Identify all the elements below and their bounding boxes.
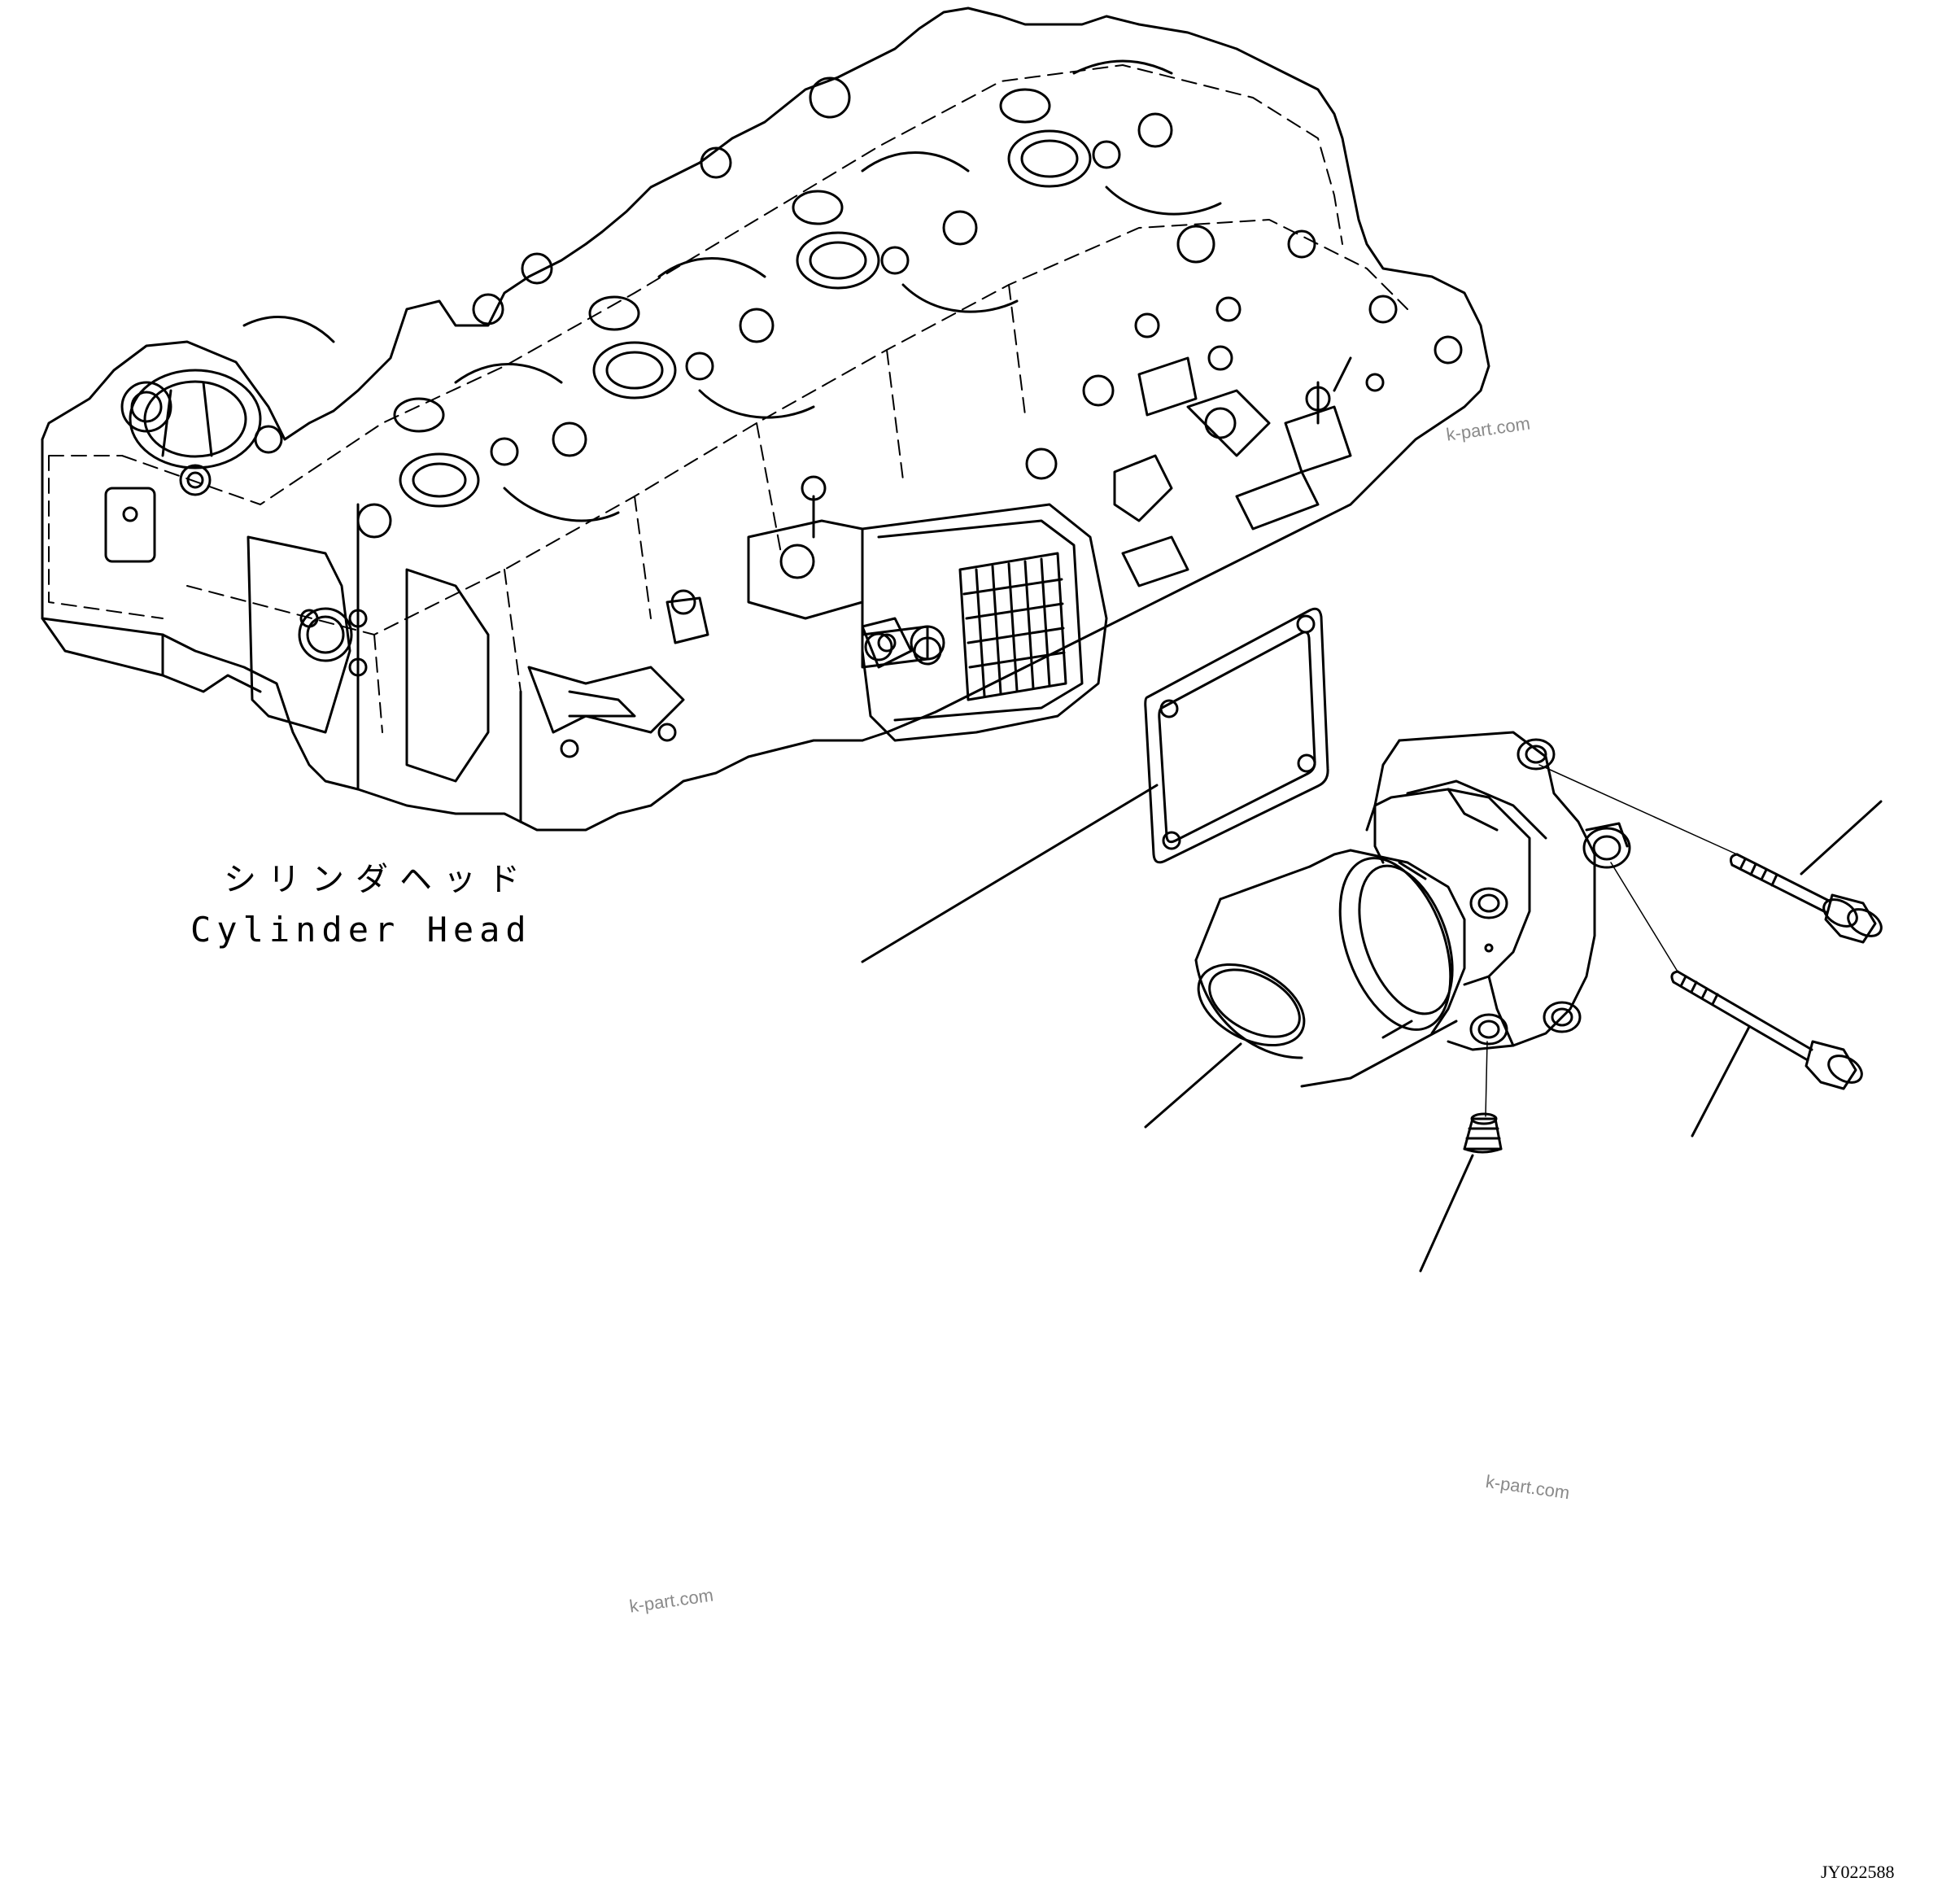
part-label-japanese: シリンダヘッド xyxy=(224,861,531,898)
bolt-lower-drawing xyxy=(1670,970,1863,1090)
assembly-guide-lines xyxy=(1485,764,1738,1117)
bolt-upper-drawing xyxy=(1730,853,1883,944)
leader-lines xyxy=(861,784,1883,1273)
drawing-number: JY022588 xyxy=(1821,1862,1895,1882)
part-label-english: Cylinder Head xyxy=(190,910,532,950)
water-outlet-housing-drawing xyxy=(1194,731,1631,1088)
gasket-drawing xyxy=(1144,607,1329,864)
cylinder-head-drawing xyxy=(41,7,1490,832)
plug-drawing xyxy=(1463,1112,1503,1154)
